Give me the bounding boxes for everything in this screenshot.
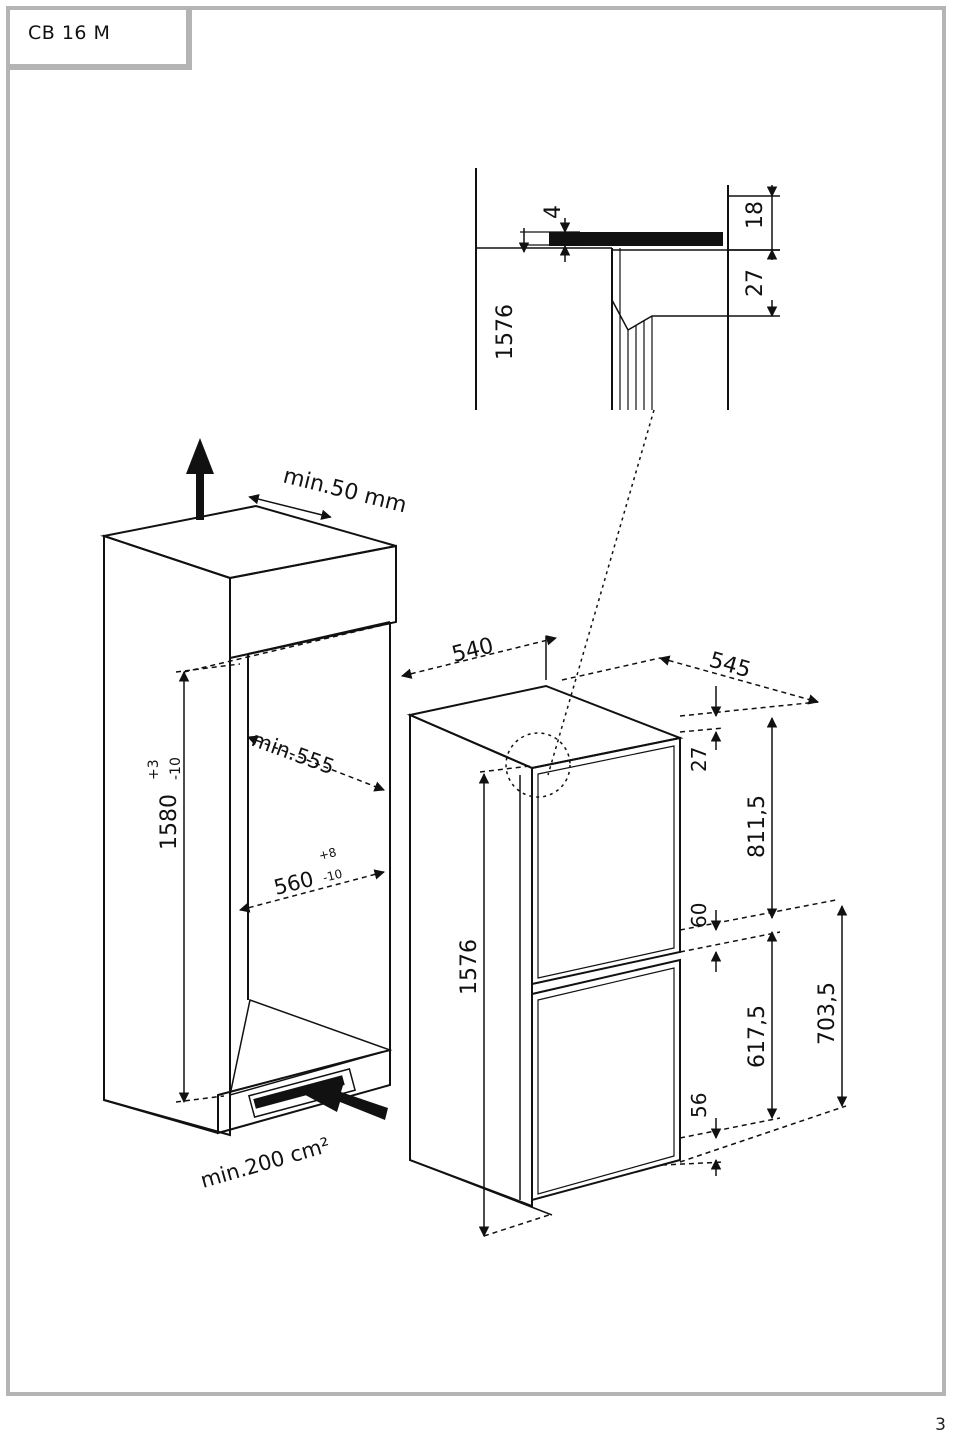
appliance-height-label: 1576 [457,939,482,995]
door-upper [531,736,681,986]
niche-width-tol-minus: -10 [321,867,343,885]
appliance-door-upper-label: 811,5 [745,795,770,858]
appliance-width-label: 540 [449,633,496,667]
appliance-top [406,684,684,770]
niche-cabinet [100,504,397,1137]
airflow-in-arrow [296,1082,388,1120]
vent-opening-bottom [248,1067,356,1119]
appliance-door-lower-label: 617,5 [745,1005,770,1068]
detail-dim-18: 18 [743,201,768,229]
detail-dim-27: 27 [743,269,768,297]
detail-leader-line [547,409,655,776]
niche-height-tol-minus: -10 [168,757,184,780]
niche-vent-bottom-label: min.200 cm² [198,1133,333,1193]
niche-depth-label: min.555 [248,727,337,779]
niche-width-tol-plus: +8 [317,845,338,863]
detail-dim-4: 4 [541,205,566,219]
appliance-gap-bottom-label: 56 [687,1093,711,1118]
appliance-side [409,713,533,1208]
niche-width-label: 560 [271,867,316,900]
niche-top-panel [100,504,397,580]
detail-dim-1576: 1576 [493,304,518,360]
appliance-gap-middle-label: 60 [687,903,711,928]
appliance-dimensions [400,635,848,1238]
door-lower [531,958,681,1202]
niche-height-label: 1580 [157,794,182,850]
detail-section [475,168,780,410]
niche-height-tol-plus: +3 [146,759,162,780]
detail-trim-strip [549,232,723,246]
niche-top-front [229,544,397,660]
niche-plinth [217,1048,391,1135]
niche-dimensions [175,494,397,1104]
appliance-body [406,684,684,1216]
model-tab-inner [10,10,186,64]
appliance-depth-label: 545 [706,648,753,684]
page-number: 3 [935,1415,946,1435]
model-tab [6,6,192,70]
model-label: CB 16 M [28,22,111,44]
vent-grille [253,1075,345,1109]
appliance-span-lower-label: 703,5 [815,982,840,1045]
airflow-up-arrow [186,438,214,520]
appliance-gap-top-label: 27 [687,747,711,772]
